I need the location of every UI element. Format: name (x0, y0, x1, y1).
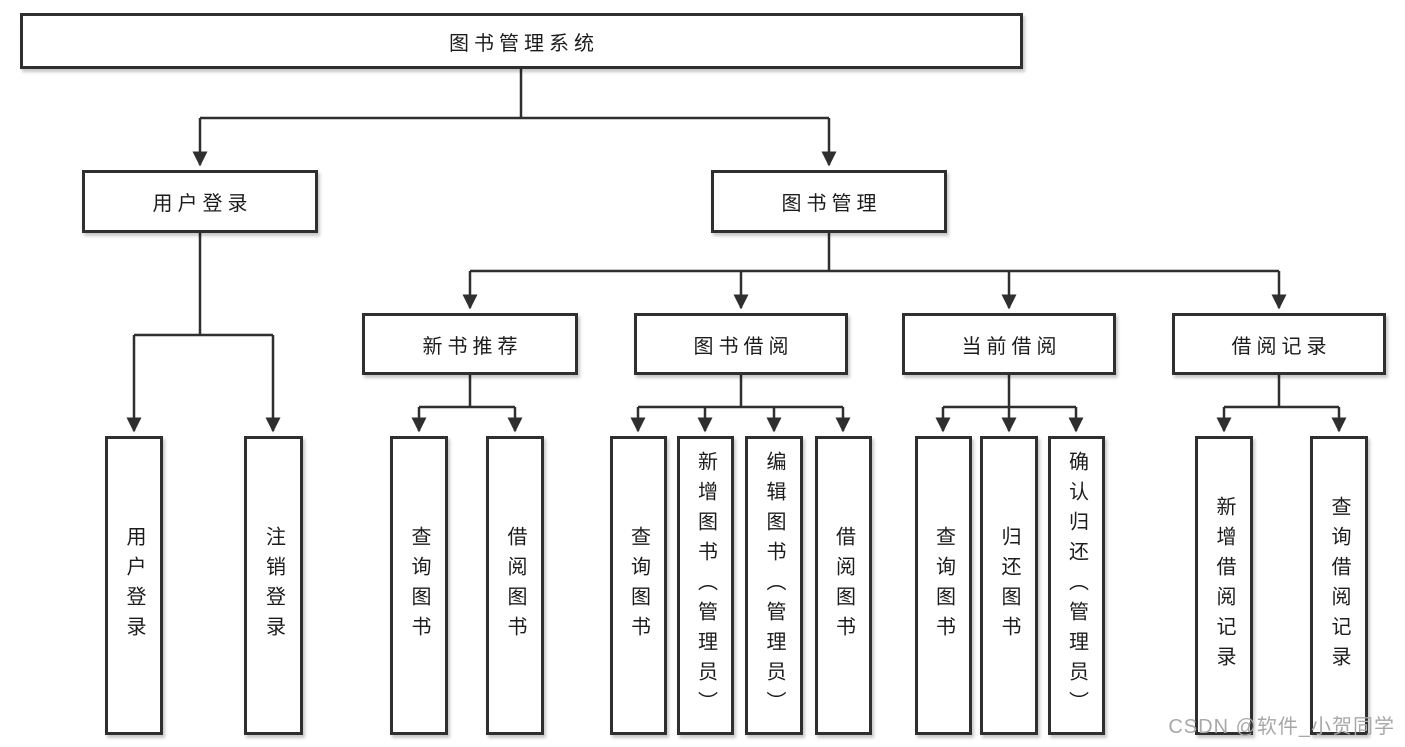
leaf-query-borrow-record: 查询借阅记录 (1310, 436, 1368, 735)
leaf-return-books: 归还图书 (980, 436, 1038, 735)
leaf-logout: 注销登录 (244, 436, 303, 735)
node-borrow-records: 借阅记录 (1172, 313, 1386, 375)
leaf-confirm-return-admin: 确认归还（管理员） (1048, 436, 1105, 735)
leaf-borrow-books-2: 借阅图书 (815, 436, 872, 735)
leaf-user-login: 用户登录 (105, 436, 163, 735)
node-system-root: 图书管理系统 (20, 13, 1023, 69)
leaf-borrow-books-1: 借阅图书 (486, 436, 544, 735)
watermark: CSDN @软件_小贺同学 (1168, 716, 1395, 738)
node-current-borrow: 当前借阅 (902, 313, 1116, 375)
leaf-edit-books-admin: 编辑图书（管理员） (745, 436, 803, 735)
node-new-book-recommend: 新书推荐 (362, 313, 578, 375)
leaf-query-books-2: 查询图书 (610, 436, 667, 735)
leaf-query-books-1: 查询图书 (390, 436, 448, 735)
node-book-borrow: 图书借阅 (634, 313, 848, 375)
connector-trunks (134, 69, 1339, 409)
node-book-management: 图书管理 (711, 170, 947, 233)
leaf-add-borrow-record: 新增借阅记录 (1195, 436, 1253, 735)
leaf-add-books-admin: 新增图书（管理员） (677, 436, 734, 735)
leaf-query-books-3: 查询图书 (915, 436, 972, 735)
node-user-login: 用户登录 (82, 170, 318, 233)
